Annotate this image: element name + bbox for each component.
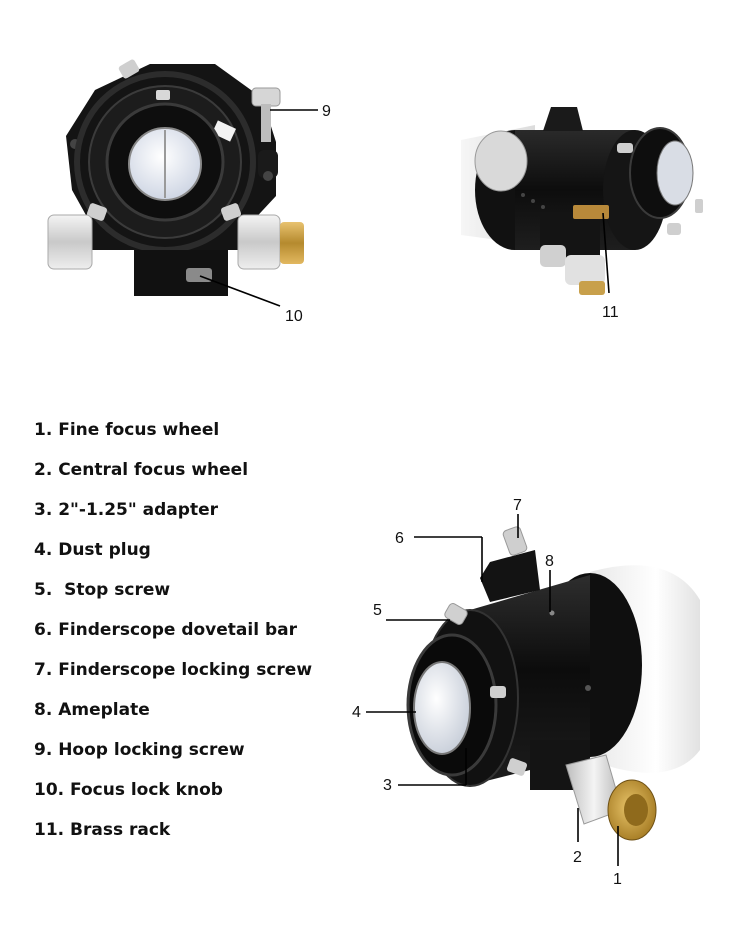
callout-2: 2	[573, 849, 582, 866]
callout-9: 9	[322, 103, 331, 120]
legend-item: 7. Finderscope locking screw	[34, 660, 313, 680]
legend-item: 9. Hoop locking screw	[34, 740, 245, 760]
legend-item: 11. Brass rack	[34, 820, 171, 840]
parts-legend: 1. Fine focus wheel 2. Central focus whe…	[34, 418, 312, 858]
callout-10: 10	[285, 308, 303, 325]
legend-item: 10. Focus lock knob	[34, 780, 223, 800]
legend-item: 1. Fine focus wheel	[34, 420, 220, 440]
callout-3: 3	[383, 777, 392, 794]
focuser-front-view: 9 10	[47, 59, 331, 325]
legend-item: 8. Ameplate	[34, 700, 150, 720]
focuser-side-view: 11	[461, 107, 703, 321]
callout-7: 7	[513, 497, 522, 514]
callout-5: 5	[373, 602, 382, 619]
legend-item: 5. Stop screw	[34, 580, 171, 600]
legend-item: 3. 2"-1.25" adapter	[34, 500, 218, 520]
legend-item: 2. Central focus wheel	[34, 460, 249, 480]
legend-item: 4. Dust plug	[34, 540, 151, 560]
legend-item: 6. Finderscope dovetail bar	[34, 620, 297, 640]
focuser-annotated-view: 6 7 8 5 4 3 2 1	[352, 497, 700, 888]
callout-6: 6	[395, 530, 404, 547]
callout-11: 11	[602, 304, 619, 321]
callout-8: 8	[545, 553, 554, 570]
callout-1: 1	[613, 871, 622, 888]
callout-4: 4	[352, 704, 361, 721]
